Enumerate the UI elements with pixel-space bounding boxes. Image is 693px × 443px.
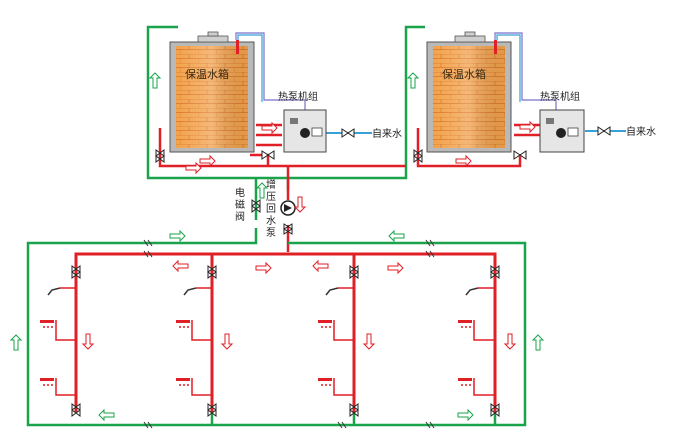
faucet-icon [465,287,479,296]
flow-arrow-icon [148,72,162,89]
solenoid-char-3: 阀 [235,210,245,223]
pump-char-1: 增 [266,178,276,191]
tank-2: 保温水箱 [426,31,512,153]
flow-arrow-icon [185,161,202,175]
pump-char-5: 泵 [266,227,276,239]
flow-arrow-icon [312,259,329,273]
compressor-icon [556,128,566,138]
flow-arrow-icon [255,182,269,199]
flow-arrow-icon [220,333,234,350]
shower-head-icon [318,320,332,328]
flow-arrow-icon [172,259,189,273]
faucet-icon [47,287,61,296]
valve-icon [261,150,275,160]
booster-pump-label: 增 压 回 水 泵 [266,178,276,239]
valve-icon [490,265,500,279]
shower-head-icon [176,378,190,386]
heat-pump-1: 热泵机组 [278,90,327,153]
flow-arrow-icon [388,229,405,243]
tank-2-label: 保温水箱 [442,67,486,81]
valve-icon [207,265,217,279]
tank-1: 保温水箱 [169,31,255,153]
valve-icons [71,126,611,417]
faucet-icon [325,287,339,296]
solenoid-valve-label: 电 磁 阀 [235,186,245,223]
valve-icon [349,265,359,279]
valve-icon [349,403,359,417]
pump-char-2: 压 [266,191,276,203]
tap-water-label-2: 自来水 [626,125,656,138]
shower-head-icon [318,378,332,386]
faucet-icons [47,287,479,296]
return-flow-arrows [9,72,545,422]
valve-icon [71,265,81,279]
flow-arrow-icon [81,333,95,350]
flow-arrow-icon [261,121,278,135]
shower-head-icon [176,320,190,328]
hot-flow-arrows [81,120,536,350]
flow-arrow-icon [503,333,517,350]
valve-icon [155,149,165,163]
solenoid-char-2: 磁 [235,198,245,211]
pump-char-4: 水 [266,215,276,227]
hot-supply-main [74,252,497,412]
pump-char-3: 回 [266,203,276,215]
valve-icon [71,403,81,417]
valve-icon [251,199,261,213]
flow-arrow-icon [9,334,23,351]
flow-arrow-icon [519,120,536,134]
heat-pump-1-label: 热泵机组 [278,90,318,103]
flow-arrow-icon [255,261,272,275]
valve-icon [283,223,293,235]
heat-pump-2: 热泵机组 [539,90,585,153]
shower-head-icon [40,378,54,386]
solenoid-char-1: 电 [235,186,245,199]
fixture-branches [55,287,495,396]
shower-icons [40,320,472,386]
faucet-icon [183,287,197,296]
flow-arrow-icon [531,334,545,351]
flow-arrow-icon [457,408,474,422]
pump-direction-icon [284,204,292,212]
heat-pump-2-label: 热泵机组 [540,90,580,103]
flow-arrow-icon [98,408,115,422]
tank-1-label: 保温水箱 [185,67,229,81]
flow-arrow-icon [387,261,404,275]
valve-icon [207,403,217,417]
flow-arrow-icon [169,229,186,243]
valve-icon [513,150,527,160]
valve-icon [490,403,500,417]
flow-arrow-icon [455,154,472,168]
flow-arrow-icon [406,72,420,89]
shower-head-icon [458,378,472,386]
valve-icon [597,126,611,136]
flow-arrow-icon [293,196,307,213]
shower-head-icon [458,320,472,328]
flow-arrow-icon [199,154,216,168]
compressor-icon [300,128,310,138]
tap-water-label-1: 自来水 [372,127,402,140]
pipe-break-marks [143,239,435,429]
shower-head-icon [40,320,54,328]
return-pipe-distribution [26,228,527,427]
valve-icon [413,149,423,163]
valve-icon [341,128,355,138]
flow-arrow-icon [362,333,376,350]
cold-water-lines [235,32,626,134]
